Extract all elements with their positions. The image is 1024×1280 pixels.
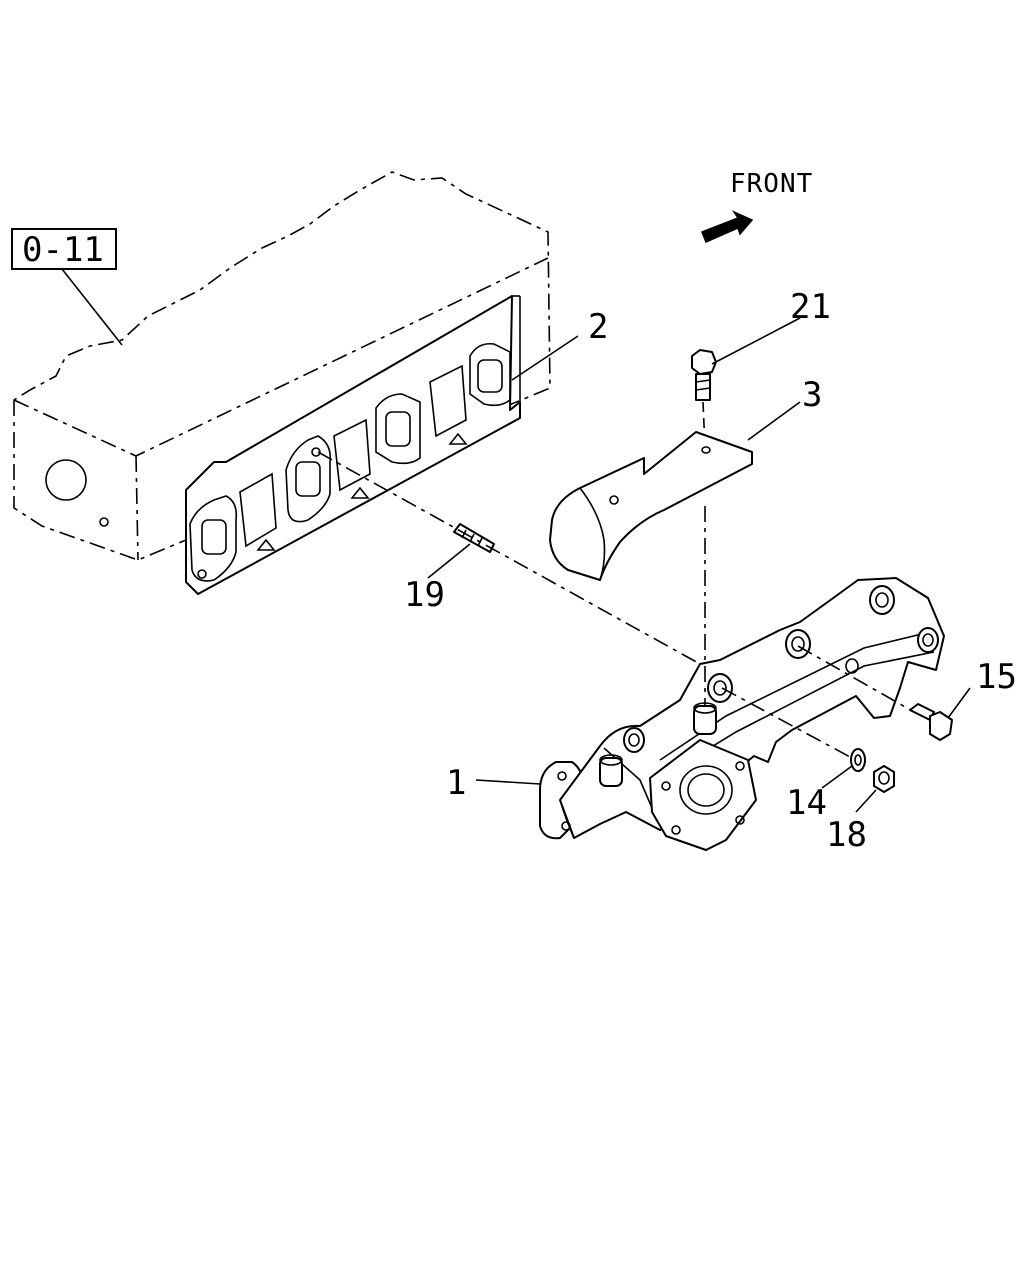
callouts: 2 21 3 19 15 1 14 18 <box>404 287 1017 855</box>
reference-box: 0-11 <box>11 228 123 346</box>
callout-14: 14 <box>786 783 827 823</box>
front-label: FRONT <box>730 169 813 199</box>
stud-part-19 <box>453 523 495 553</box>
callout-19: 19 <box>404 575 445 615</box>
callout-3: 3 <box>802 375 822 415</box>
callout-18: 18 <box>826 815 867 855</box>
front-indicator: FRONT <box>701 169 813 243</box>
nut-part-18 <box>873 765 895 793</box>
reference-label: 0-11 <box>22 230 104 270</box>
callout-15: 15 <box>976 657 1017 697</box>
bolt-part-15 <box>909 703 953 741</box>
gasket-part-2 <box>185 295 521 595</box>
bolt-part-21 <box>691 349 717 449</box>
front-arrow-icon <box>701 210 754 243</box>
callout-21: 21 <box>790 287 831 327</box>
leader-lines <box>427 317 971 813</box>
assembly-lines <box>317 451 915 759</box>
exhaust-manifold-part-1 <box>539 577 945 851</box>
callout-1: 1 <box>446 763 466 803</box>
callout-2: 2 <box>588 307 608 347</box>
washer-part-14 <box>850 748 866 772</box>
heat-shield-part-3 <box>549 431 753 581</box>
cylinder-head-outline <box>13 171 551 561</box>
